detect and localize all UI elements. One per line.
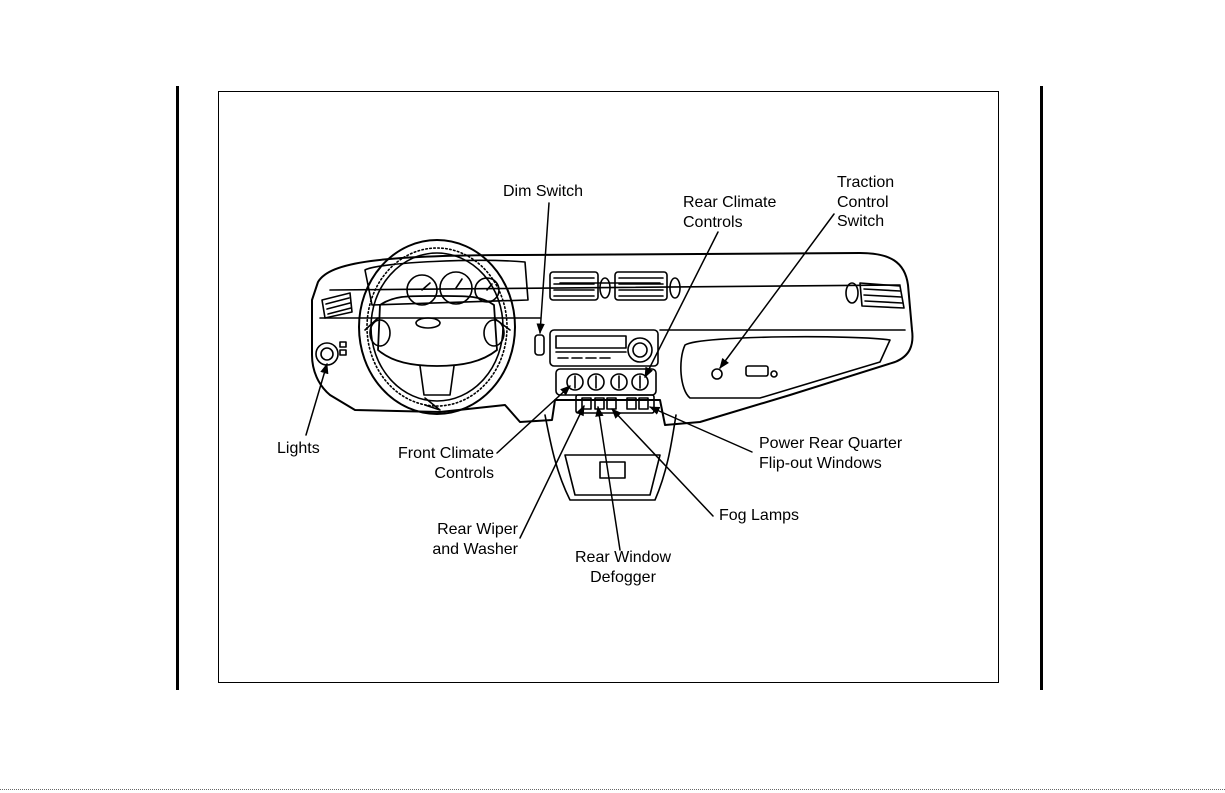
dim-switch bbox=[535, 335, 544, 355]
leader-power-rear-quarter bbox=[650, 407, 752, 452]
callout-traction-control-switch: Traction Control Switch bbox=[837, 173, 894, 232]
climate-knobs bbox=[556, 369, 656, 395]
vent-right bbox=[846, 283, 904, 308]
leader-dim-switch bbox=[540, 203, 549, 333]
callout-dim-switch: Dim Switch bbox=[503, 182, 583, 202]
callout-fog-lamps: Fog Lamps bbox=[719, 506, 799, 526]
callout-front-climate-controls: Front Climate Controls bbox=[376, 444, 494, 483]
callout-power-rear-quarter-windows: Power Rear Quarter Flip-out Windows bbox=[759, 434, 902, 473]
glove-box bbox=[681, 337, 890, 398]
dashboard-outline bbox=[312, 253, 912, 425]
callout-rear-wiper-washer: Rear Wiper and Washer bbox=[408, 520, 518, 559]
leader-rear-wiper bbox=[520, 406, 584, 538]
callout-rear-climate-controls: Rear Climate Controls bbox=[683, 193, 776, 232]
callout-lights: Lights bbox=[277, 439, 320, 459]
vent-center-right bbox=[615, 272, 667, 300]
vent-knob-right bbox=[670, 278, 680, 298]
vent-left bbox=[322, 293, 352, 318]
vent-center-left bbox=[550, 272, 598, 300]
switch-row bbox=[576, 395, 654, 413]
radio-unit bbox=[550, 330, 658, 366]
callout-rear-window-defogger: Rear Window Defogger bbox=[558, 548, 688, 587]
leader-front-climate bbox=[497, 386, 570, 453]
steering-wheel bbox=[359, 240, 515, 414]
traction-control-button bbox=[712, 369, 722, 379]
leader-traction bbox=[720, 214, 834, 368]
headlight-switch bbox=[316, 342, 346, 365]
